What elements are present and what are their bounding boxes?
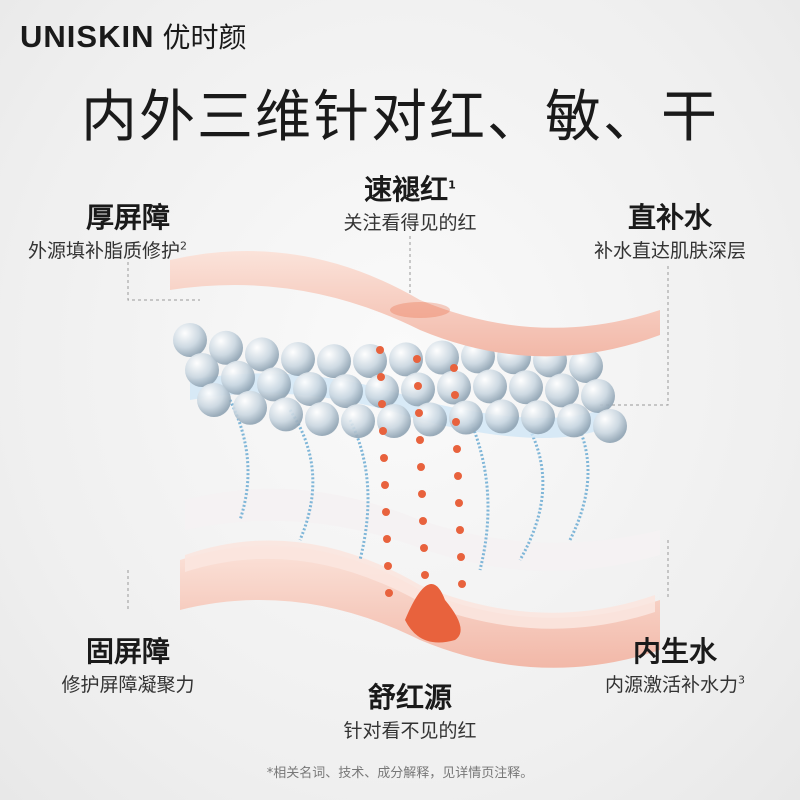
red-particle bbox=[382, 508, 390, 516]
feature-title: 直补水 bbox=[627, 201, 712, 234]
water-bubble bbox=[389, 342, 423, 377]
water-bubble bbox=[209, 330, 243, 365]
red-particle bbox=[377, 373, 385, 381]
water-bubble bbox=[449, 400, 483, 435]
feature-title: 舒红源 bbox=[367, 681, 452, 714]
top-skin-layer bbox=[170, 251, 660, 357]
red-particle bbox=[417, 463, 425, 471]
feature-subtitle: 内源激活补水力3 bbox=[604, 673, 745, 696]
water-bubble bbox=[257, 367, 291, 402]
water-bubble bbox=[221, 360, 255, 395]
water-bubble bbox=[317, 344, 351, 379]
bubbles bbox=[173, 323, 627, 443]
headline: 内外三维针对红、敏、干 bbox=[81, 85, 719, 150]
helix-fibers bbox=[228, 399, 590, 571]
red-particle bbox=[418, 490, 426, 498]
red-particle bbox=[380, 454, 388, 462]
water-bubble bbox=[593, 408, 627, 443]
water-bubble bbox=[521, 400, 555, 435]
water-bubble bbox=[329, 374, 363, 409]
water-bubble bbox=[293, 371, 327, 406]
feature-thick-barrier: 厚屏障 外源填补脂质修护2 bbox=[28, 196, 228, 263]
feature-soothe-redness-source: 舒红源 针对看不见的红 bbox=[300, 676, 520, 743]
red-particle bbox=[458, 580, 466, 588]
water-bubble bbox=[509, 370, 543, 405]
red-particle bbox=[376, 346, 384, 354]
water-bubble bbox=[437, 370, 471, 405]
feature-title: 厚屏障 bbox=[85, 201, 170, 234]
feature-firm-barrier: 固屏障 修护屏障凝聚力 bbox=[28, 630, 228, 697]
red-particle bbox=[381, 481, 389, 489]
red-particle bbox=[453, 445, 461, 453]
footnote: *相关名词、技术、成分解释，见详情页注释。 bbox=[266, 766, 534, 781]
red-particle bbox=[413, 355, 421, 363]
feature-subtitle: 外源填补脂质修护2 bbox=[28, 239, 188, 262]
red-particle bbox=[383, 535, 391, 543]
feature-subtitle: 补水直达肌肤深层 bbox=[593, 240, 746, 262]
water-bubble bbox=[545, 373, 579, 408]
callout-lines bbox=[127, 236, 669, 610]
water-bubble bbox=[197, 383, 231, 417]
logo-chinese: 优时颜 bbox=[162, 21, 247, 54]
red-particle bbox=[452, 418, 460, 426]
red-particle bbox=[416, 436, 424, 444]
red-particle bbox=[420, 544, 428, 552]
water-bubble bbox=[341, 404, 375, 439]
water-bubble bbox=[281, 341, 315, 376]
red-particle bbox=[450, 364, 458, 372]
feature-direct-hydration: 直补水 补水直达肌肤深层 bbox=[560, 196, 780, 263]
red-particle bbox=[456, 526, 464, 534]
feature-subtitle: 修护屏障凝聚力 bbox=[61, 674, 195, 696]
red-particle bbox=[451, 391, 459, 399]
water-bubble bbox=[305, 401, 339, 436]
red-particle bbox=[455, 499, 463, 507]
red-particle bbox=[421, 571, 429, 579]
feature-fast-redness-relief: 速褪红1 关注看得见的红 bbox=[300, 168, 520, 235]
red-particle bbox=[457, 553, 465, 561]
brand-logo: UNISKIN 优时颜 bbox=[20, 16, 246, 56]
red-particle bbox=[379, 427, 387, 435]
red-particle bbox=[419, 517, 427, 525]
logo-english: UNISKIN bbox=[20, 19, 155, 54]
red-source-shape bbox=[405, 584, 461, 643]
red-particle bbox=[385, 589, 393, 597]
water-bubble bbox=[245, 337, 279, 372]
bottom-ridges bbox=[185, 540, 655, 629]
feature-subtitle: 针对看不见的红 bbox=[343, 720, 477, 742]
water-bubble bbox=[365, 373, 399, 408]
water-bubble bbox=[269, 397, 303, 432]
red-particles bbox=[376, 346, 466, 597]
red-particle bbox=[415, 409, 423, 417]
feature-title: 内生水 bbox=[632, 635, 717, 668]
water-bubble bbox=[473, 369, 507, 404]
water-bubble bbox=[185, 353, 219, 387]
red-particle bbox=[384, 562, 392, 570]
red-particle bbox=[454, 472, 462, 480]
water-bubble bbox=[485, 399, 519, 434]
feature-inner-hydration: 内生水 内源激活补水力3 bbox=[565, 630, 785, 697]
water-bubble bbox=[557, 403, 591, 438]
red-particle bbox=[378, 400, 386, 408]
water-bubble bbox=[425, 340, 459, 375]
feature-title: 固屏障 bbox=[85, 635, 170, 668]
water-bubble bbox=[173, 323, 207, 357]
mid-membrane bbox=[185, 488, 660, 571]
water-bubble bbox=[569, 348, 603, 383]
feature-subtitle: 关注看得见的红 bbox=[343, 212, 477, 234]
feature-title: 速褪红1 bbox=[364, 173, 456, 206]
red-particle bbox=[414, 382, 422, 390]
water-bubble bbox=[581, 378, 615, 413]
water-bubble bbox=[233, 390, 267, 425]
water-bubble bbox=[413, 402, 447, 437]
